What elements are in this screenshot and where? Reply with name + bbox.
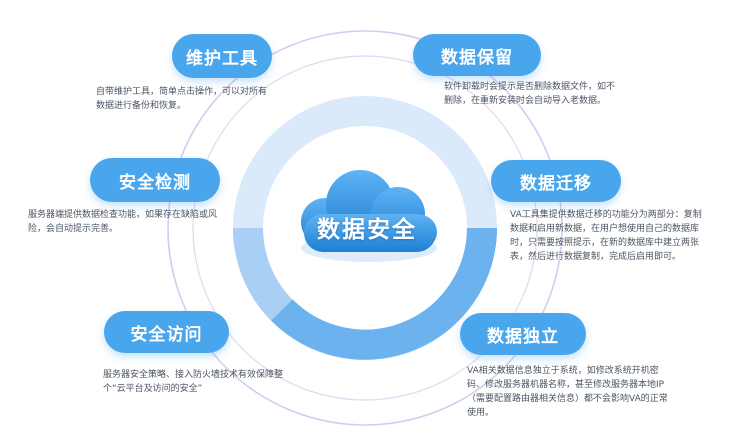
- feature-title-detection: 安全检测: [90, 158, 220, 202]
- feature-desc-maintenance: 自带维护工具，简单点击操作，可以对所有数据进行备份和恢复。: [96, 87, 268, 111]
- feature-desc-retention: 软件卸载时会提示是否删除数据文件，如不删除，在重新安装时会自动导入老数据。: [444, 82, 616, 106]
- middle-ring: [192, 55, 538, 401]
- cloud-icon: [301, 170, 437, 262]
- feature-desc-access: 服务器安全策略、接入防火墙技术有效保障整个“云平台及访问的安全”: [103, 370, 284, 394]
- feature-title-access: 安全访问: [104, 311, 229, 353]
- feature-title-migration: 数据迁移: [491, 160, 621, 202]
- feature-title-maintenance: 维护工具: [172, 34, 272, 78]
- donut-dark-segment: [271, 227, 497, 360]
- feature-desc-detection: 服务器端提供数据检查功能，如果存在缺陷或风险，会自动提示完善。: [28, 210, 218, 234]
- feature-title-independence: 数据独立: [460, 313, 586, 355]
- outer-ring: [167, 30, 563, 426]
- feature-title-retention: 数据保留: [413, 34, 541, 76]
- feature-desc-independence: VA相关数据信息独立于系统，如修改系统开机密码、修改服务器机器名称，甚至修改服务…: [467, 366, 668, 418]
- feature-desc-migration: VA工具集提供数据迁移的功能分为两部分：复制数据和启用新数据，在用户想使用自己的…: [510, 210, 702, 262]
- center-title: 数据安全: [317, 217, 417, 243]
